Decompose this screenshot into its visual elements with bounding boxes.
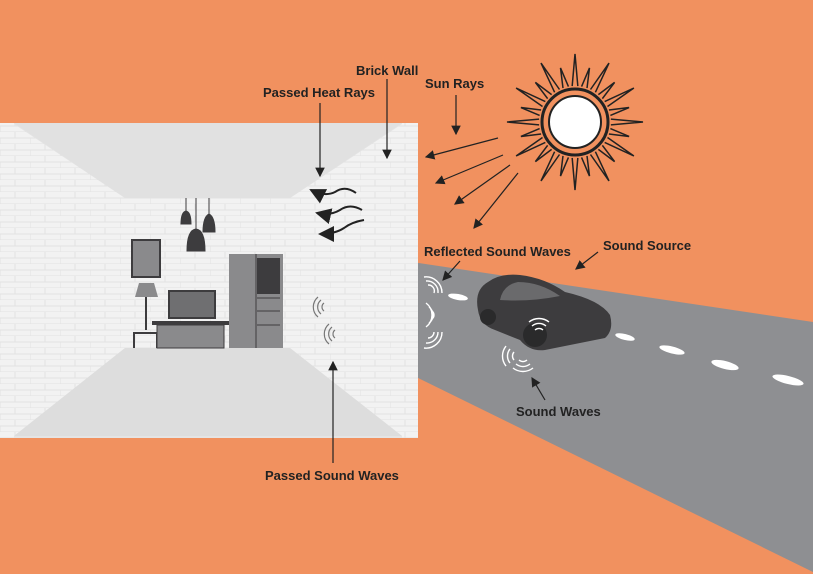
label-passed-sound-waves: Passed Sound Waves	[265, 468, 399, 483]
sun-icon	[506, 53, 644, 191]
lane-markings	[448, 293, 804, 386]
floor-lamp-icon	[135, 283, 158, 297]
label-brick-wall: Brick Wall	[356, 63, 418, 78]
left-wall	[14, 124, 125, 436]
passed-sound-waves-icon	[312, 296, 336, 345]
reflected-sound-waves-icon	[423, 276, 443, 349]
tv-cabinet-icon	[156, 324, 225, 349]
sun-ray-arrows	[424, 137, 519, 229]
furniture	[131, 198, 283, 349]
picture-frame-icon	[131, 239, 161, 278]
room	[0, 123, 418, 438]
label-reflected-sound-waves: Reflected Sound Waves	[424, 244, 571, 259]
heat-rays-icon	[309, 187, 365, 242]
road	[412, 262, 813, 572]
label-sound-waves: Sound Waves	[516, 404, 601, 419]
tv-icon	[168, 290, 216, 319]
label-sound-source: Sound Source	[603, 238, 691, 253]
sun-spikes	[506, 53, 644, 191]
pendant-lamps-icon	[180, 198, 216, 252]
sound-waves-icon	[501, 317, 550, 373]
floor	[14, 348, 402, 436]
label-arrows	[315, 79, 599, 463]
label-sun-rays: Sun Rays	[425, 76, 484, 91]
label-passed-heat-rays: Passed Heat Rays	[263, 85, 375, 100]
car-icon	[477, 274, 612, 351]
ceiling	[14, 123, 402, 198]
